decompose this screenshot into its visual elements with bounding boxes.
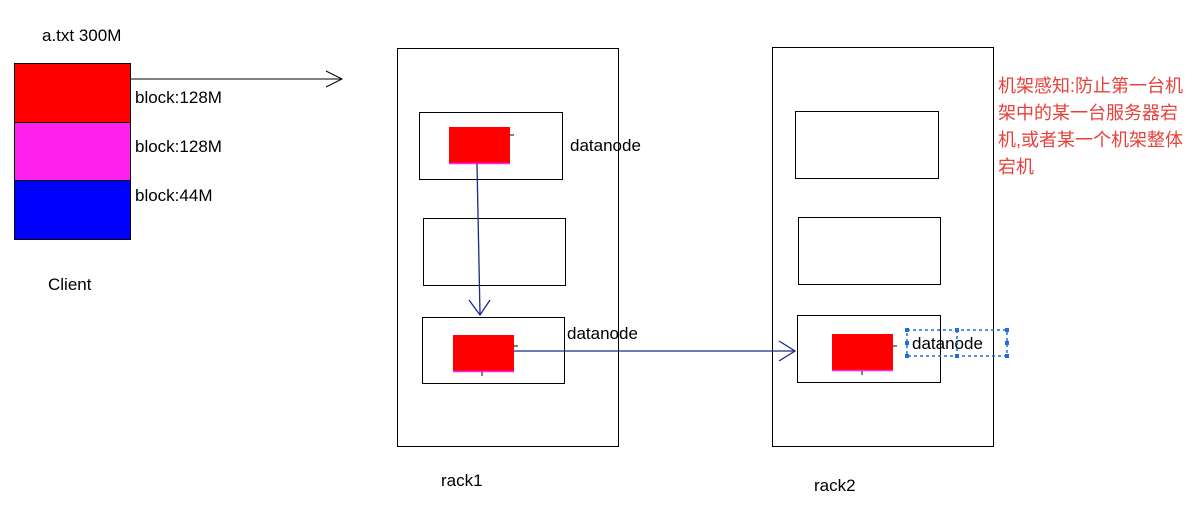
rack1-label: rack1 [441,471,483,490]
block-bar-2 [14,122,131,181]
block-label-1: block:128M [135,88,222,107]
rack2-label: rack2 [814,476,856,495]
block-bar-1 [14,63,131,123]
rack2-datanode-label-3[interactable]: datanode [912,334,983,353]
block-label-2: block:128M [135,137,222,156]
rack1-datanode-label-3: datanode [567,324,638,343]
rack2-node-3-block [832,334,893,371]
rack1-node-2 [423,218,566,286]
rack2-node-2 [798,217,941,285]
client-caption: Client [48,275,92,294]
rack1-node-1-block [449,127,510,164]
block-label-3: block:44M [135,186,213,205]
block-bar-3 [14,180,131,240]
rack2-node-1 [795,111,939,179]
rack1-node-3-block [453,335,514,372]
client-to-rack-arrow [131,70,344,88]
rack1-datanode-label-1: datanode [570,136,641,155]
rack-awareness-note: 机架感知:防止第一台机架中的某一台服务器宕机,或者某一个机架整体宕机 [998,76,1183,177]
file-label: a.txt 300M [42,26,122,45]
